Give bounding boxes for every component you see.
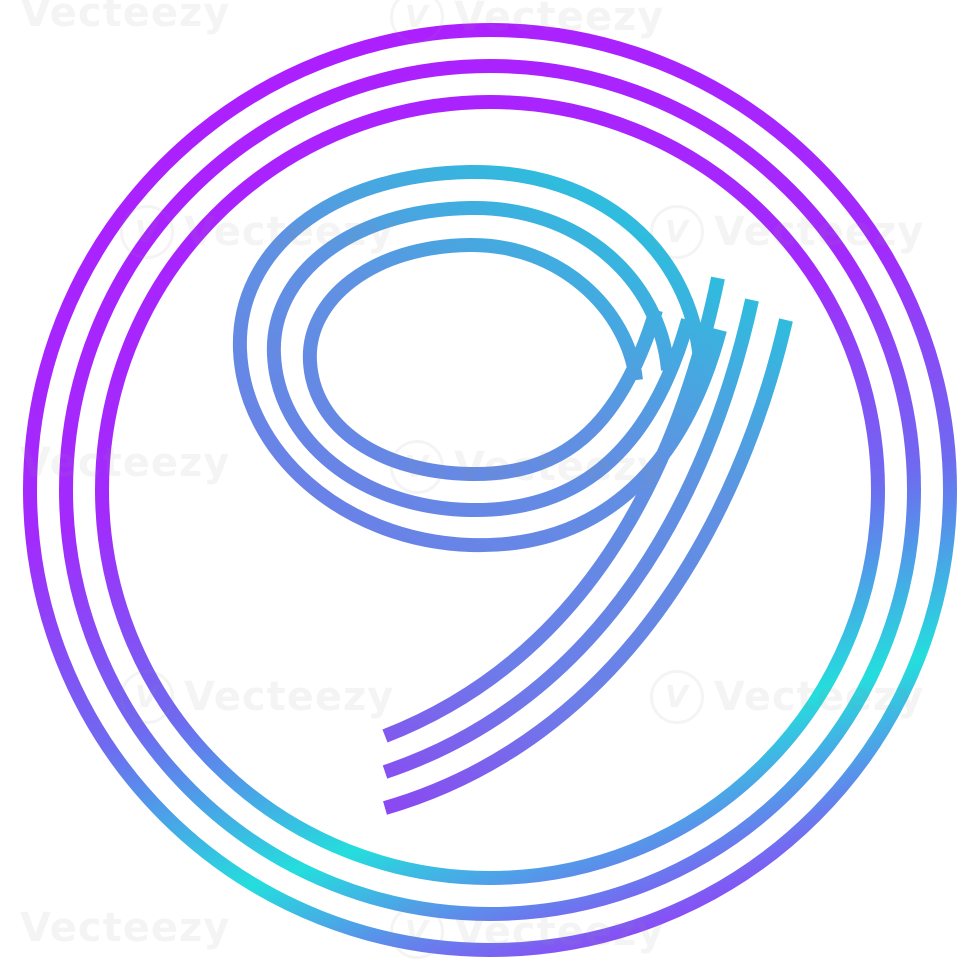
- nine-bowl-middle: [266, 200, 695, 518]
- ring-middle: [59, 59, 921, 921]
- ring-outer: [23, 23, 957, 957]
- nine-bowl-inner: [302, 237, 663, 482]
- nine-tail-outer: [383, 318, 793, 815]
- nine-bowl-outer: [232, 164, 727, 553]
- nine-glyph: [232, 164, 793, 815]
- ring-inner: [95, 95, 885, 885]
- outer-rings: [23, 23, 957, 957]
- nine-tail-inner: [382, 276, 725, 743]
- nine-tail-middle: [382, 298, 759, 779]
